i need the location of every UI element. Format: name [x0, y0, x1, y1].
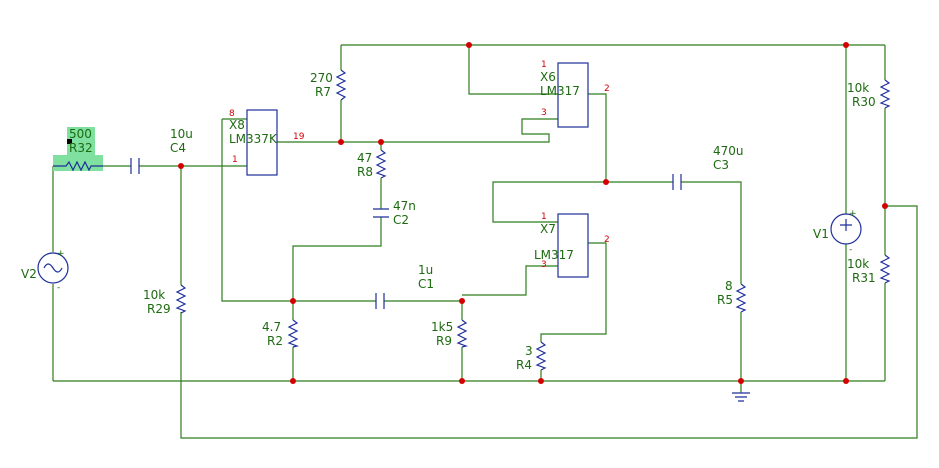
- r31-ref: R31: [852, 271, 876, 285]
- regulator-x8[interactable]: X8 LM337K 8 1 19: [229, 109, 305, 176]
- c4-value: 10u: [170, 127, 193, 141]
- regulator-x6[interactable]: X6 LM317 1 3 2: [540, 60, 610, 128]
- capacitor-c2[interactable]: 47n C2: [373, 199, 416, 227]
- resistor-r29[interactable]: 10k R29: [143, 284, 187, 316]
- x7-pin-1: 1: [541, 212, 547, 222]
- junction-dot: [459, 298, 465, 304]
- c2-value: 47n: [393, 199, 416, 213]
- resistor-r4[interactable]: 3 R4: [516, 341, 547, 372]
- x8-pin-8: 8: [229, 109, 235, 119]
- junction-dot: [459, 378, 465, 384]
- x7-pin-3: 3: [541, 260, 547, 270]
- r31-value: 10k: [847, 257, 869, 271]
- resistor-r5[interactable]: 8 R5: [717, 279, 747, 313]
- capacitor-c1[interactable]: 1u C1: [375, 263, 434, 309]
- junction-dot: [378, 139, 384, 145]
- resistor-r8[interactable]: 47 R8: [357, 149, 387, 179]
- junction-dot: [603, 179, 609, 185]
- svg-text:-: -: [849, 245, 852, 255]
- r30-value: 10k: [847, 81, 869, 95]
- junction-dot: [843, 378, 849, 384]
- c3-value: 470u: [713, 144, 744, 158]
- capacitor-c3[interactable]: 470u C3: [672, 144, 744, 190]
- voltage-source-v2[interactable]: V2 + -: [21, 249, 69, 293]
- svg-text:-: -: [57, 283, 60, 293]
- r29-value: 10k: [143, 288, 165, 302]
- resistor-r31[interactable]: 10k R31: [847, 254, 891, 285]
- resistor-r30[interactable]: 10k R30: [847, 79, 891, 109]
- svg-text:+: +: [849, 209, 857, 219]
- junction-dot: [178, 163, 184, 169]
- junction-dot: [290, 298, 296, 304]
- junction-dot: [882, 203, 888, 209]
- junction-dot: [738, 378, 744, 384]
- resistor-r9[interactable]: 1k5 R9: [431, 319, 469, 348]
- junction-dot: [538, 378, 544, 384]
- x7-model: LM317: [534, 248, 574, 262]
- capacitor-c4[interactable]: 10u C4: [130, 127, 193, 174]
- regulator-x7[interactable]: X7 LM317 1 3 2: [534, 212, 610, 278]
- r32-value: 500: [69, 127, 92, 141]
- c2-ref: C2: [393, 213, 409, 227]
- junction-dot: [843, 42, 849, 48]
- v1-ref: V1: [813, 227, 829, 241]
- r8-ref: R8: [357, 165, 373, 179]
- x8-pin-19: 19: [293, 132, 305, 142]
- resistor-r7[interactable]: 270 R7: [310, 69, 347, 101]
- r9-ref: R9: [436, 334, 452, 348]
- junctions: [178, 42, 888, 384]
- r9-value: 1k5: [431, 320, 453, 334]
- selection-handle[interactable]: [67, 139, 72, 144]
- r29-ref: R29: [147, 302, 171, 316]
- junction-dot: [466, 42, 472, 48]
- svg-text:+: +: [57, 249, 65, 259]
- voltage-source-v1[interactable]: V1 + -: [813, 209, 862, 255]
- c4-ref: C4: [170, 141, 186, 155]
- junction-dot: [290, 378, 296, 384]
- x6-pin-2: 2: [604, 84, 610, 94]
- r2-ref: R2: [267, 334, 283, 348]
- wires: [52, 44, 918, 439]
- c1-ref: C1: [418, 277, 434, 291]
- resistor-r2[interactable]: 4.7 R2: [262, 319, 300, 348]
- r2-value: 4.7: [262, 320, 281, 334]
- x6-model: LM317: [540, 84, 580, 98]
- r4-ref: R4: [516, 358, 532, 372]
- r8-value: 47: [357, 151, 372, 165]
- x8-model: LM337K: [229, 132, 278, 146]
- r4-value: 3: [525, 344, 533, 358]
- r32-ref: R32: [69, 141, 93, 155]
- x6-ref: X6: [540, 70, 556, 84]
- c1-value: 1u: [418, 263, 433, 277]
- x7-pin-2: 2: [604, 235, 610, 245]
- junction-dot: [338, 139, 344, 145]
- c3-ref: C3: [713, 158, 729, 172]
- x6-pin-1: 1: [541, 60, 547, 70]
- x6-pin-3: 3: [541, 108, 547, 118]
- resistor-r32[interactable]: 500 R32: [53, 127, 103, 172]
- r5-value: 8: [725, 279, 733, 293]
- r5-ref: R5: [717, 293, 733, 307]
- r30-ref: R30: [852, 95, 876, 109]
- r7-value: 270: [310, 71, 333, 85]
- v2-ref: V2: [21, 267, 37, 281]
- x7-ref: X7: [540, 222, 556, 236]
- x8-ref: X8: [229, 118, 245, 132]
- x8-pin-1: 1: [232, 155, 238, 165]
- ground-symbol[interactable]: [732, 392, 750, 402]
- r7-ref: R7: [315, 85, 331, 99]
